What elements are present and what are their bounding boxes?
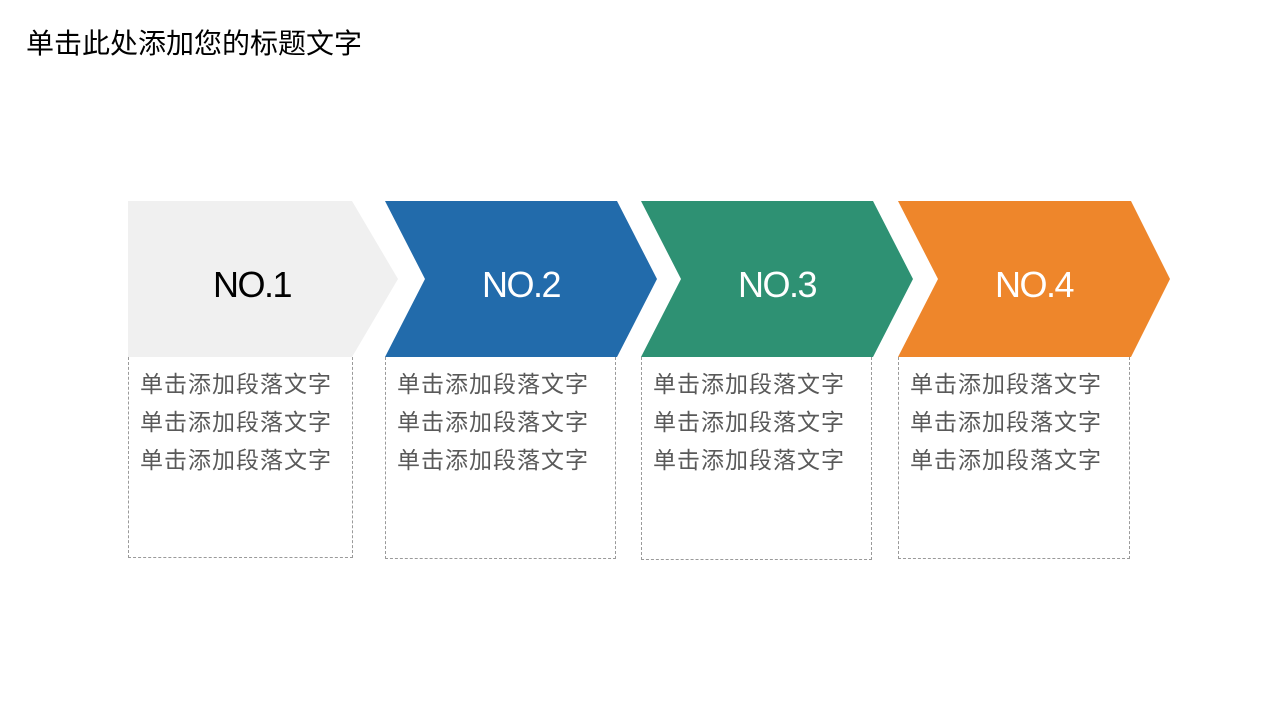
step-3-label: NO.3 bbox=[738, 264, 817, 305]
step-4-description-box[interactable]: 单击添加段落文字单击添加段落文字单击添加段落文字 bbox=[898, 357, 1130, 559]
step-1-label: NO.1 bbox=[213, 264, 292, 305]
slide-title[interactable]: 单击此处添加您的标题文字 bbox=[26, 27, 363, 60]
step-4-description: 单击添加段落文字单击添加段落文字单击添加段落文字 bbox=[910, 372, 1102, 474]
step-3-description-box[interactable]: 单击添加段落文字单击添加段落文字单击添加段落文字 bbox=[641, 357, 872, 560]
step-2-description-box[interactable]: 单击添加段落文字单击添加段落文字单击添加段落文字 bbox=[385, 357, 616, 559]
step-1-description: 单击添加段落文字单击添加段落文字单击添加段落文字 bbox=[140, 372, 332, 474]
step-2-description: 单击添加段落文字单击添加段落文字单击添加段落文字 bbox=[397, 372, 589, 474]
step-3-chevron bbox=[641, 201, 913, 357]
step-1-description-box[interactable]: 单击添加段落文字单击添加段落文字单击添加段落文字 bbox=[128, 357, 353, 558]
step-4-chevron bbox=[898, 201, 1170, 357]
step-1-arrow bbox=[128, 201, 398, 357]
step-2-label: NO.2 bbox=[482, 264, 561, 305]
step-4-label: NO.4 bbox=[995, 264, 1074, 305]
step-3-description: 单击添加段落文字单击添加段落文字单击添加段落文字 bbox=[653, 372, 845, 474]
step-2-chevron bbox=[385, 201, 657, 357]
